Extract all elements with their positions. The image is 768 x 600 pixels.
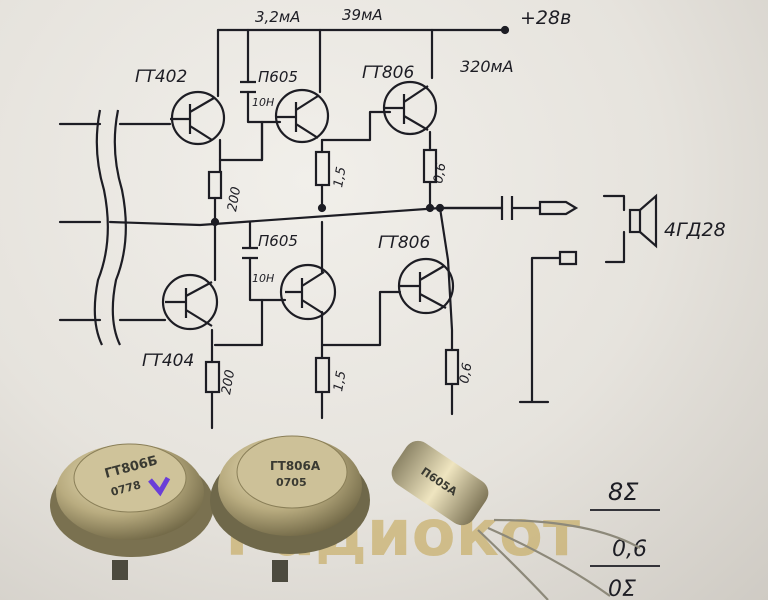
note-1: 8Σ: [608, 478, 639, 506]
q5-label: П605: [258, 232, 298, 250]
wires: [58, 25, 626, 430]
r1-label: 200: [225, 186, 244, 213]
current-q3-label: 320мА: [460, 57, 514, 76]
q2-label: П605: [258, 68, 298, 86]
note-2: 0,6: [612, 537, 647, 562]
paper-notes: 8Σ 0,6 0Σ: [590, 478, 660, 600]
purple-mark: [148, 476, 171, 497]
q1-label: ГТ402: [135, 67, 187, 87]
middle-transistor-date: 0705: [276, 476, 307, 489]
transistor-symbols: [161, 80, 455, 331]
q6-label: ГТ806: [378, 233, 430, 253]
cap2-label: 10Н: [252, 272, 274, 285]
q3-label: ГТ806: [362, 63, 414, 83]
current-q2-label: 39мА: [342, 6, 383, 24]
transistor-right: П605А: [391, 440, 641, 600]
q4-label: ГТ404: [142, 351, 194, 371]
speaker-label: 4ГД28: [664, 219, 726, 241]
r3-label: 0,6: [431, 162, 449, 185]
labels: +28в 3,2мА 39мА 320мА ГТ402 П605 ГТ806 Г…: [135, 6, 726, 396]
transistor-middle: ГТ806А 0705: [210, 435, 370, 582]
current-q1-label: 3,2мА: [255, 8, 300, 26]
passives: [93, 80, 658, 394]
r2-label: 1,5: [331, 166, 349, 189]
r6-label: 0,6: [457, 362, 475, 385]
r4-label: 200: [219, 369, 238, 396]
r5-label: 1,5: [331, 370, 349, 393]
note-3: 0Σ: [608, 577, 636, 600]
transistor-left: ГТ806Б 0778: [50, 443, 214, 580]
middle-transistor-mark: ГТ806А: [270, 459, 321, 473]
supply-label: +28в: [520, 7, 571, 29]
cap1-label: 10Н: [252, 96, 274, 109]
